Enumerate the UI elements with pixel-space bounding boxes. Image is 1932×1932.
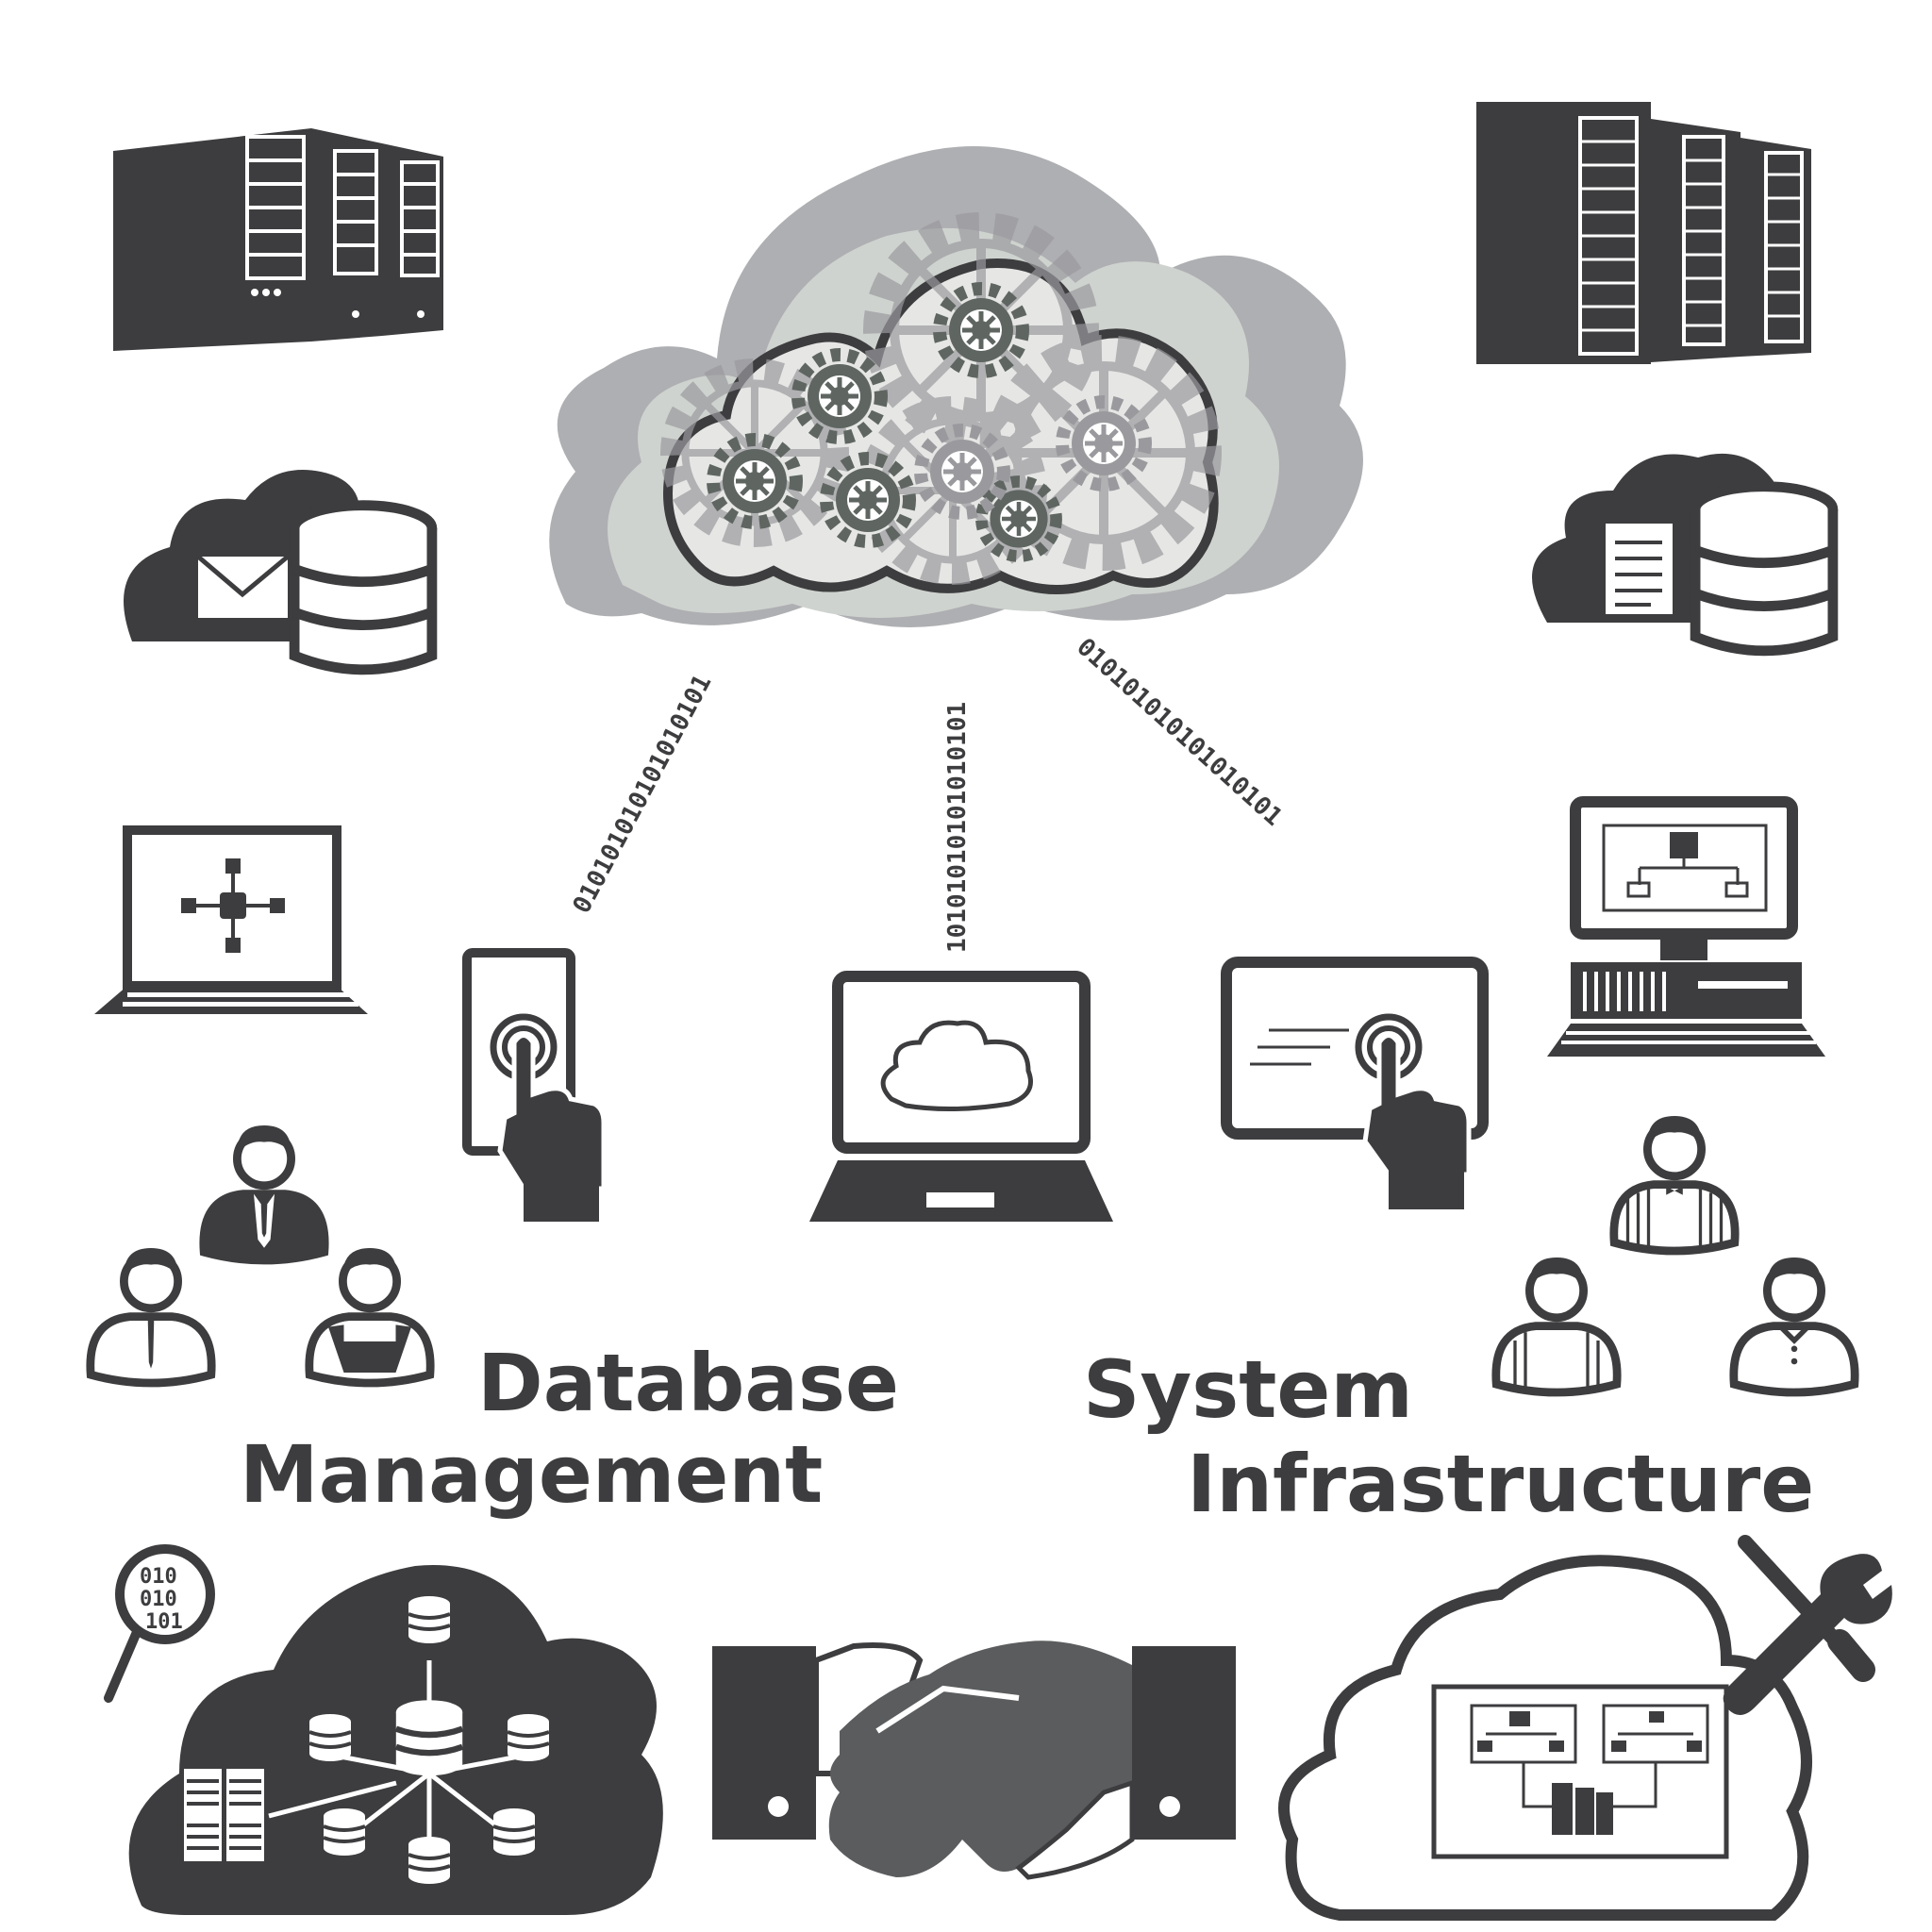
binary-stream-center: 10101010101010101 xyxy=(943,702,972,953)
smartphone-touch-icon xyxy=(462,948,607,1222)
magnifier-bits-row2: 010 xyxy=(140,1588,177,1611)
user-group-icon xyxy=(1496,1116,1855,1392)
binary-stream-left: 010101010101010101 xyxy=(568,670,718,918)
cloud-mail-database-icon xyxy=(124,470,438,675)
magnifier-binary-icon: 010 010 101 xyxy=(104,1544,215,1703)
laptop-cloud-icon xyxy=(809,971,1113,1222)
user-group-icon xyxy=(91,1125,430,1383)
magnifier-bits-row3: 101 xyxy=(145,1610,183,1634)
server-rack-icon xyxy=(1476,102,1811,364)
magnifier-bits-row1: 010 xyxy=(140,1565,177,1589)
system-label-line2: Infrastructure xyxy=(1187,1438,1814,1530)
tools-icon xyxy=(1723,1535,1892,1716)
cloud-infrastructure-icon xyxy=(1278,1555,1812,1921)
laptop-network-icon xyxy=(94,825,368,1014)
desktop-network-icon xyxy=(1547,796,1825,1057)
tablet-touch-icon xyxy=(1221,957,1489,1209)
system-label-line1: System xyxy=(1083,1343,1413,1436)
database-label-line2: Management xyxy=(240,1428,823,1521)
cloud-doc-database-icon xyxy=(1532,453,1839,657)
database-label-line1: Database xyxy=(477,1337,899,1429)
cloud-database-network-icon xyxy=(128,1565,663,1915)
binary-stream-right: 010101010101010101 xyxy=(1071,633,1287,832)
cloud-gears-icon xyxy=(549,146,1363,627)
handshake-icon xyxy=(712,1641,1236,1880)
server-rack-icon xyxy=(113,128,443,351)
